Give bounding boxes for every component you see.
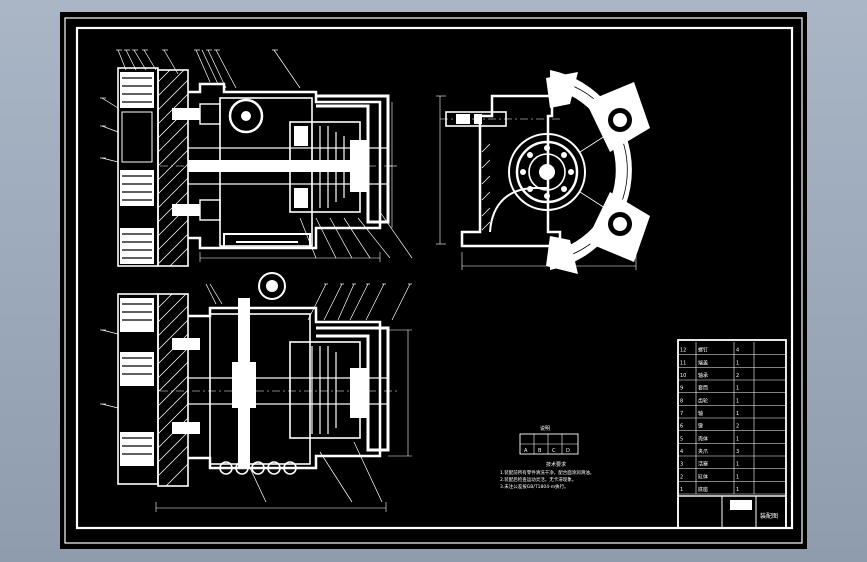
legend-table: 说明 A B C D xyxy=(519,425,579,455)
title-block-cell: 2 xyxy=(736,373,739,379)
small-table-cell: D xyxy=(566,448,570,454)
outer-frame xyxy=(64,17,803,544)
title-block-cell: 9 xyxy=(680,386,683,392)
title-block-cell: 4 xyxy=(736,348,739,354)
cad-viewport[interactable]: 说明 A B C D 技术要求 1.装配前所有零件清洗干净，配合面涂润滑油。 2… xyxy=(60,12,807,549)
title-block-cell: 壳体 xyxy=(698,435,708,442)
title-block-cell: 5 xyxy=(680,436,683,442)
title-block-cell: 键 xyxy=(698,423,703,430)
title-block-cell: 7 xyxy=(680,411,683,417)
notes-line: 2.装配后检查运动灵活，无卡滞现象。 xyxy=(500,476,576,483)
title-block-cell: 活塞 xyxy=(698,461,708,468)
title-block-cell: 1 xyxy=(736,360,739,366)
title-block-cell: 1 xyxy=(736,487,739,493)
small-table-title: 说明 xyxy=(540,425,550,432)
cad-drawing: 说明 A B C D 技术要求 1.装配前所有零件清洗干净，配合面涂润滑油。 2… xyxy=(64,17,803,544)
title-block-cell: 2 xyxy=(736,424,739,430)
notes-heading: 技术要求 xyxy=(546,461,566,468)
small-table-cell: A xyxy=(524,448,528,454)
title-block-cell: 11 xyxy=(680,360,686,366)
title-block-cell: 12 xyxy=(680,348,686,354)
title-block-cell: 10 xyxy=(680,373,686,379)
title-block-cell: 3 xyxy=(736,449,739,455)
title-block-cell: 8 xyxy=(680,398,683,404)
section-view-bottom xyxy=(100,272,412,512)
side-view xyxy=(436,70,650,274)
notes-line: 1.装配前所有零件清洗干净，配合面涂润滑油。 xyxy=(500,469,594,476)
title-block-cell: 端盖 xyxy=(698,359,708,366)
title-block-cell: 1 xyxy=(736,474,739,480)
title-block-drawing-title: 装配图 xyxy=(760,512,778,520)
title-block-cell: 套筒 xyxy=(698,385,708,392)
title-block-cell: 轴 xyxy=(698,410,703,417)
title-block-cell: 夹爪 xyxy=(698,448,708,455)
small-table-cell: C xyxy=(552,448,556,454)
title-block-cell: 3 xyxy=(680,462,683,468)
title-block-cell: 1 xyxy=(736,386,739,392)
title-block-cell: 1 xyxy=(736,462,739,468)
small-table-cell: B xyxy=(538,448,542,454)
title-block-cell: 螺钉 xyxy=(698,347,708,354)
inner-frame xyxy=(75,26,794,530)
notes-line: 3.未注公差按GB/T1804-m执行。 xyxy=(500,483,569,490)
title-block-cell: 2 xyxy=(680,474,683,480)
title-block-cell: 4 xyxy=(680,449,683,455)
technical-notes: 技术要求 1.装配前所有零件清洗干净，配合面涂润滑油。 2.装配后检查运动灵活，… xyxy=(500,461,594,490)
title-block-cell: 底座 xyxy=(698,486,708,493)
title-block-cell: 齿轮 xyxy=(698,397,708,404)
title-block-cell: 1 xyxy=(680,487,683,493)
title-block-cell: 1 xyxy=(736,411,739,417)
title-block-cell: 轴承 xyxy=(698,372,708,379)
title-block-cell: 1 xyxy=(736,398,739,404)
title-block-cell: 6 xyxy=(680,424,683,430)
title-block-cell: 缸体 xyxy=(698,473,708,480)
section-view-top xyxy=(100,49,413,267)
title-block-cell: 1 xyxy=(736,436,739,442)
